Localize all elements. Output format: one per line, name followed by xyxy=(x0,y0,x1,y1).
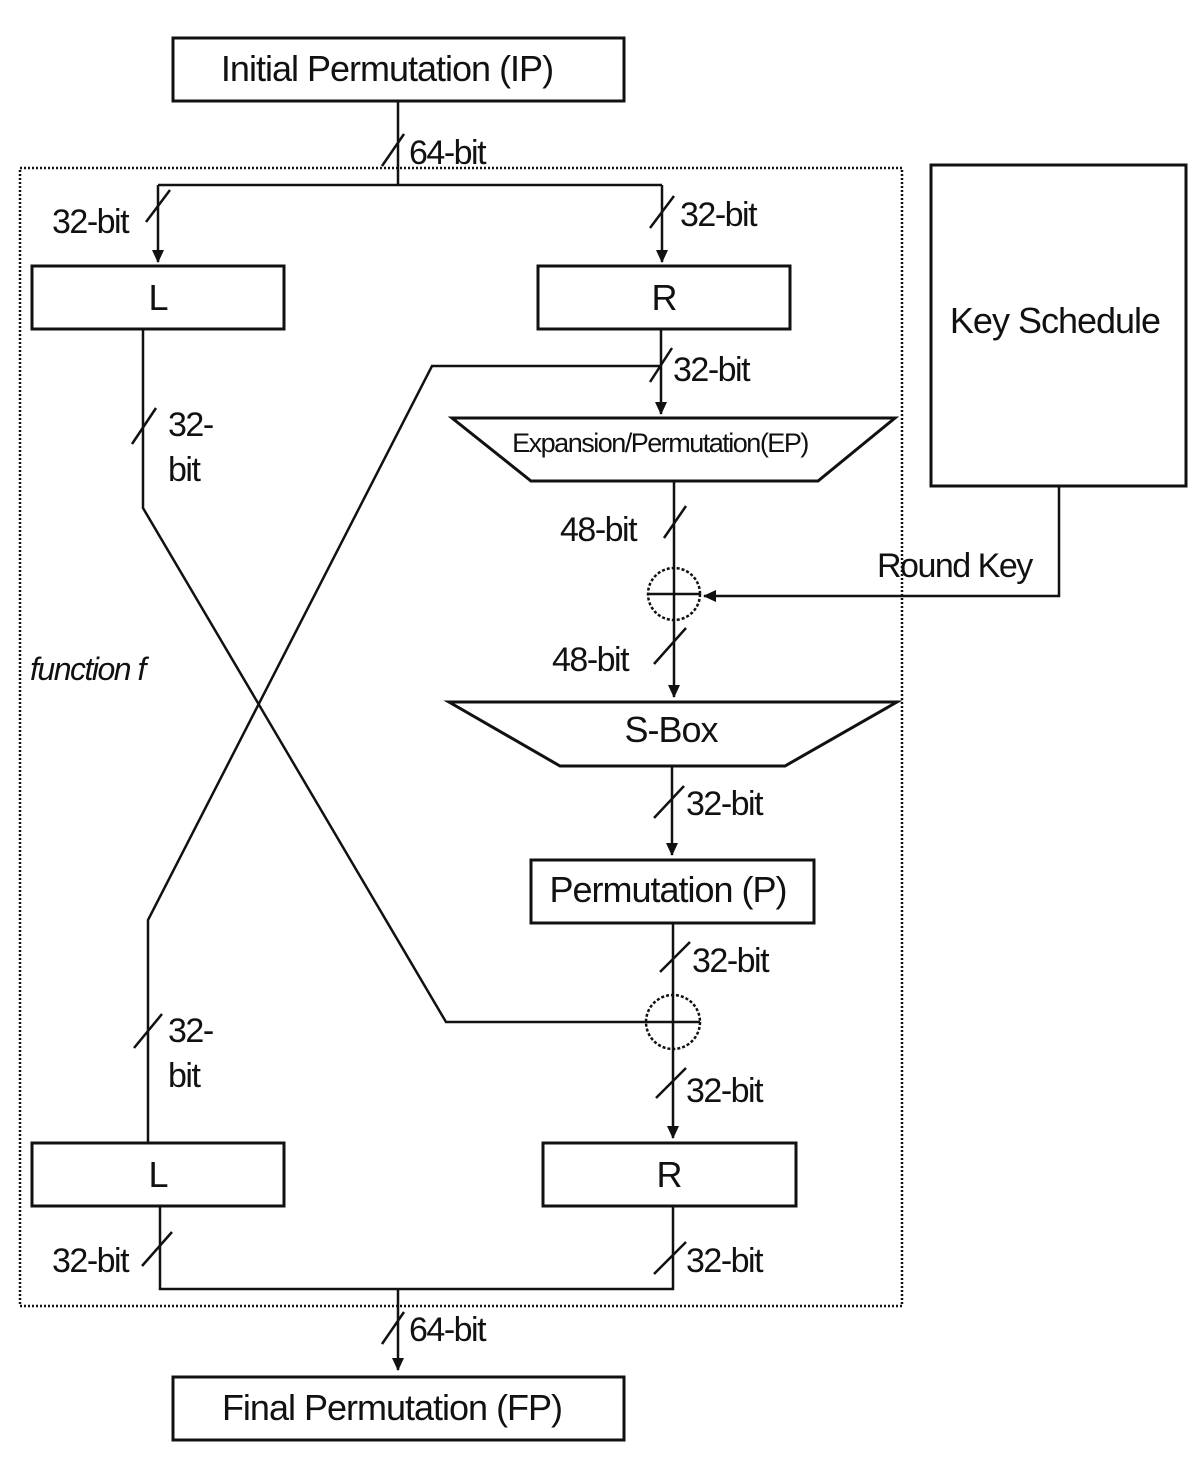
sbox-block xyxy=(443,700,903,768)
final-permutation-label: Final Permutation (FP) xyxy=(222,1387,562,1428)
right-half-top-label: R xyxy=(652,277,677,318)
l-out-32bit-label: 32-bit xyxy=(52,1242,130,1280)
r-out-bottom-32bit-label: 32-bit xyxy=(686,1242,764,1280)
final-permutation-box xyxy=(171,1375,626,1442)
permutation-box xyxy=(529,858,816,925)
function-f-label: function f xyxy=(30,651,149,687)
permutation-label: Permutation (P) xyxy=(549,869,786,910)
top-64bit-label: 64-bit xyxy=(409,134,487,172)
r-out-32bit-label: 32-bit xyxy=(673,351,751,389)
bottom-64bit-label: 64-bit xyxy=(409,1311,487,1349)
sbox-out-32bit-label: 32-bit xyxy=(686,785,764,823)
l-cross-32-line2: bit xyxy=(168,451,201,489)
right-half-top-box xyxy=(536,264,792,331)
function-f-frame xyxy=(18,166,904,1308)
right-half-bottom-box xyxy=(541,1141,798,1208)
xor-out-48bit-label: 48-bit xyxy=(552,641,630,679)
initial-permutation-label: Initial Permutation (IP) xyxy=(221,48,553,89)
left-half-bottom-box xyxy=(30,1141,286,1208)
round-key-label: Round Key xyxy=(877,547,1033,585)
expansion-permutation-block xyxy=(447,416,900,483)
key-schedule-label: Key Schedule xyxy=(950,300,1160,341)
xor2-out-32bit-label: 32-bit xyxy=(686,1072,764,1110)
ep-out-48bit-label: 48-bit xyxy=(560,511,638,549)
left-half-top-label: L xyxy=(148,277,167,318)
p-out-32bit-label: 32-bit xyxy=(692,942,770,980)
l-up-32-line2: bit xyxy=(168,1057,201,1095)
xor-left-half xyxy=(644,993,702,1051)
right-in-32bit-label: 32-bit xyxy=(680,196,758,234)
l-up-32-line1: 32- xyxy=(168,1012,213,1050)
initial-permutation-box xyxy=(171,36,626,103)
l-cross-32-line1: 32- xyxy=(168,406,213,444)
expansion-permutation-label: Expansion/Permutation(EP) xyxy=(512,428,808,458)
right-half-bottom-label: R xyxy=(657,1154,682,1195)
left-in-32bit-label: 32-bit xyxy=(52,203,130,241)
sbox-label: S-Box xyxy=(624,709,718,750)
left-half-bottom-label: L xyxy=(148,1154,167,1195)
xor-round-key xyxy=(646,566,702,622)
left-half-top-box xyxy=(30,264,286,331)
